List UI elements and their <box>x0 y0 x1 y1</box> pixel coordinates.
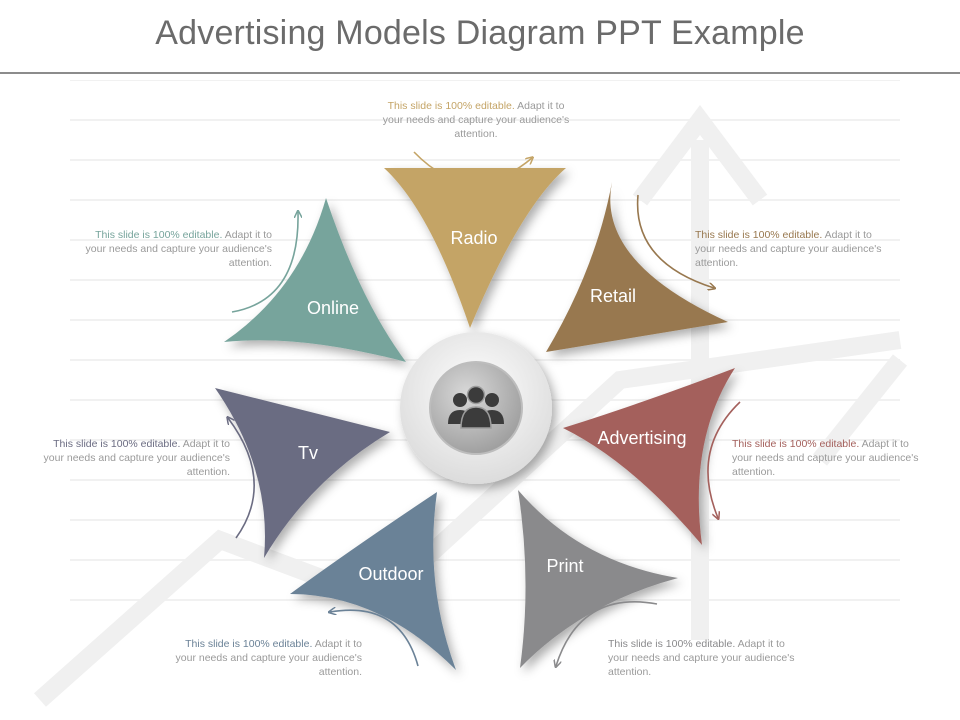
arcs-layer <box>228 151 741 667</box>
curved-arrow-print <box>556 601 658 666</box>
note-highlight: This slide is 100% editable. <box>732 438 860 450</box>
segment-label-outdoor: Outdoor <box>358 564 423 584</box>
note-highlight: This slide is 100% editable. <box>387 100 515 112</box>
note-body: Adapt it to your needs and capture your … <box>43 438 230 478</box>
segment-label-advertising: Advertising <box>597 428 686 448</box>
note-highlight: This slide is 100% editable. <box>608 638 736 650</box>
note-retail: This slide is 100% editable. Adapt it to… <box>695 228 890 270</box>
curved-arrow-tv <box>228 418 255 539</box>
note-outdoor: This slide is 100% editable. Adapt it to… <box>166 637 362 679</box>
note-radio: This slide is 100% editable. Adapt it to… <box>376 99 576 141</box>
slide-title: Advertising Models Diagram PPT Example <box>155 14 805 52</box>
note-body: Adapt it to your needs and capture your … <box>382 100 570 140</box>
note-body: Adapt it to your needs and capture your … <box>85 229 272 269</box>
curved-arrow-advertising <box>707 401 741 518</box>
note-body: Adapt it to your needs and capture your … <box>175 638 362 678</box>
title-divider <box>0 72 960 74</box>
note-online: This slide is 100% editable. Adapt it to… <box>76 228 272 270</box>
segment-label-print: Print <box>546 556 583 576</box>
segment-tv <box>215 388 390 558</box>
people-group-icon <box>448 385 504 429</box>
curved-arrow-radio <box>413 151 532 184</box>
note-body: Adapt it to your needs and capture your … <box>608 638 795 678</box>
segment-radio <box>384 168 566 328</box>
note-highlight: This slide is 100% editable. <box>695 229 823 241</box>
segment-advertising <box>563 368 735 545</box>
segment-label-radio: Radio <box>450 228 497 248</box>
segment-label-online: Online <box>307 298 359 318</box>
note-advertising: This slide is 100% editable. Adapt it to… <box>732 437 927 479</box>
note-body: Adapt it to your needs and capture your … <box>695 229 882 269</box>
segment-print <box>518 490 678 668</box>
note-highlight: This slide is 100% editable. <box>95 229 223 241</box>
segment-retail <box>546 182 728 352</box>
note-highlight: This slide is 100% editable. <box>185 638 313 650</box>
note-print: This slide is 100% editable. Adapt it to… <box>608 637 803 679</box>
segment-online <box>224 198 406 362</box>
note-body: Adapt it to your needs and capture your … <box>732 438 919 478</box>
curved-arrow-online <box>231 212 298 313</box>
curved-arrow-retail <box>636 194 714 288</box>
note-highlight: This slide is 100% editable. <box>53 438 181 450</box>
segment-label-retail: Retail <box>590 286 636 306</box>
note-tv: This slide is 100% editable. Adapt it to… <box>34 437 230 479</box>
segment-outdoor <box>290 492 456 670</box>
background-texture <box>34 80 908 707</box>
curved-arrow-outdoor <box>330 610 419 667</box>
segment-label-tv: Tv <box>298 443 318 463</box>
